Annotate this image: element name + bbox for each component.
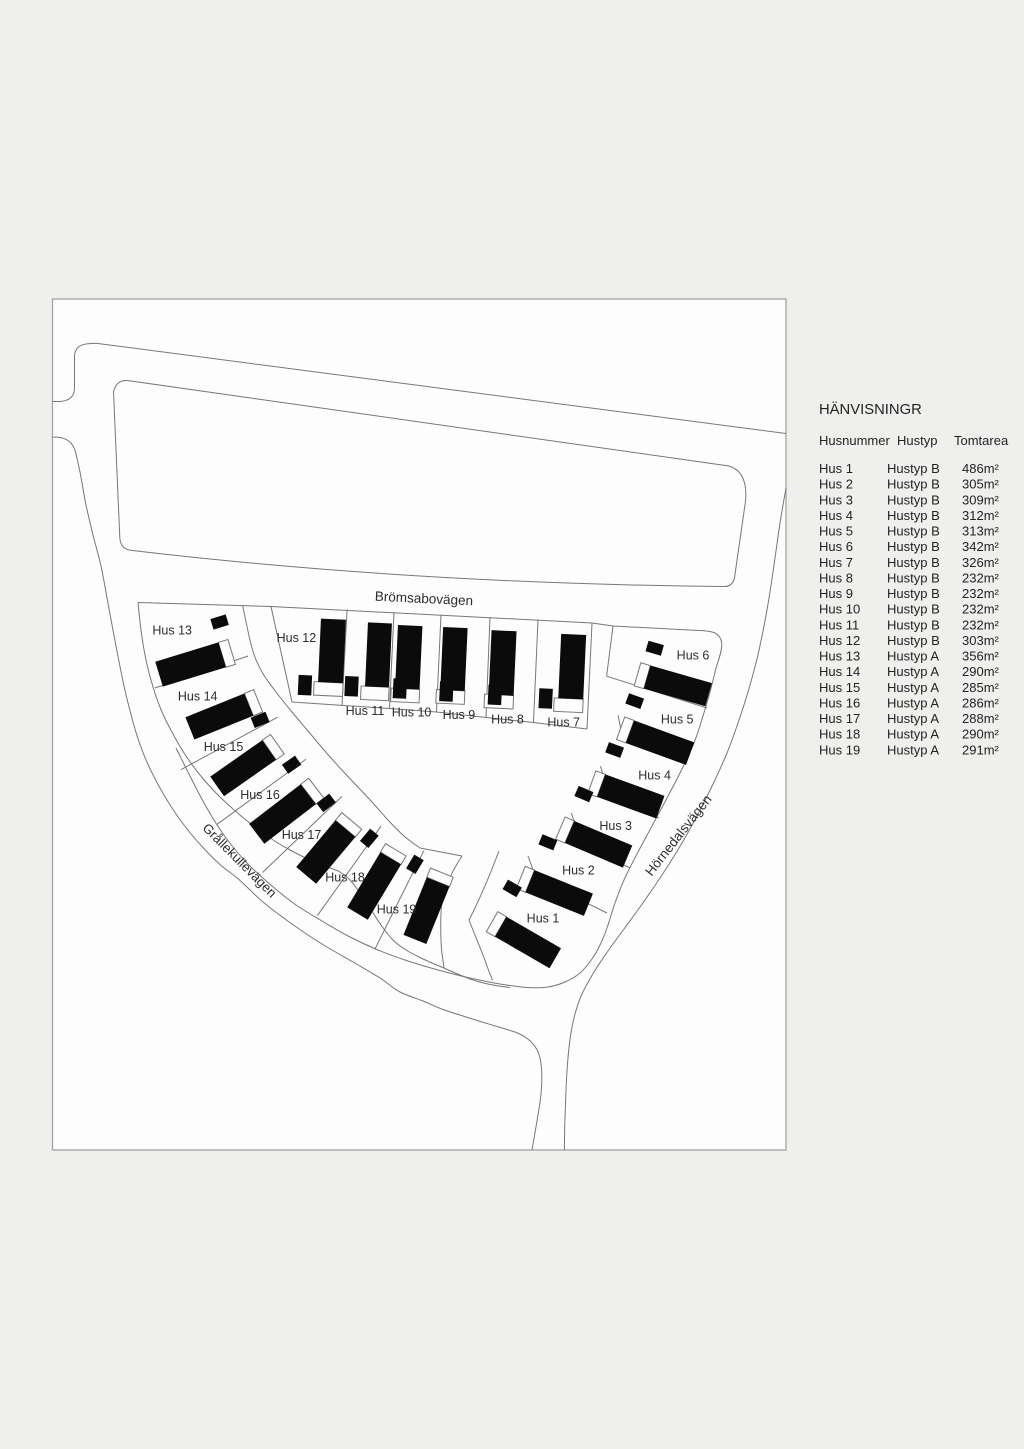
- svg-text:305m²: 305m²: [962, 477, 1000, 492]
- svg-text:326m²: 326m²: [962, 555, 1000, 570]
- svg-text:290m²: 290m²: [962, 727, 1000, 742]
- svg-text:Hus 10: Hus 10: [819, 602, 860, 617]
- svg-text:Hus 11: Hus 11: [819, 617, 859, 632]
- svg-text:Hus 12: Hus 12: [277, 631, 317, 645]
- svg-text:309m²: 309m²: [962, 492, 1000, 507]
- svg-text:Brömsabovägen: Brömsabovägen: [375, 589, 474, 609]
- svg-text:285m²: 285m²: [962, 680, 1000, 695]
- svg-text:Hus 2: Hus 2: [562, 863, 595, 877]
- svg-text:Hustyp A: Hustyp A: [887, 696, 939, 711]
- svg-text:Hus 6: Hus 6: [677, 649, 710, 663]
- svg-text:Hustyp B: Hustyp B: [887, 570, 940, 585]
- svg-text:Hustyp A: Hustyp A: [887, 742, 939, 757]
- svg-text:Hus 1: Hus 1: [527, 911, 560, 925]
- svg-text:Hustyp B: Hustyp B: [887, 477, 940, 492]
- svg-text:Hus 3: Hus 3: [599, 819, 632, 833]
- svg-text:Hus 16: Hus 16: [240, 788, 280, 802]
- svg-text:Hustyp B: Hustyp B: [887, 461, 940, 476]
- svg-text:Hustyp B: Hustyp B: [887, 508, 940, 523]
- svg-text:Hustyp A: Hustyp A: [887, 664, 939, 679]
- svg-text:HÄNVISNINGR: HÄNVISNINGR: [819, 401, 922, 418]
- svg-text:Hus 2: Hus 2: [819, 477, 853, 492]
- svg-text:232m²: 232m²: [962, 570, 1000, 585]
- svg-text:232m²: 232m²: [962, 602, 1000, 617]
- svg-text:Tomtarea: Tomtarea: [954, 433, 1009, 448]
- svg-text:Hus 3: Hus 3: [819, 492, 853, 507]
- svg-text:Hus 9: Hus 9: [443, 708, 476, 722]
- svg-text:Hus 17: Hus 17: [282, 828, 322, 842]
- svg-text:Hustyp A: Hustyp A: [887, 711, 939, 726]
- svg-text:Hus 7: Hus 7: [819, 555, 853, 570]
- svg-text:Hus 11: Hus 11: [346, 704, 385, 718]
- svg-text:Hus 6: Hus 6: [819, 539, 853, 554]
- svg-text:Hus 18: Hus 18: [819, 727, 860, 742]
- svg-text:232m²: 232m²: [962, 586, 1000, 601]
- svg-text:Hus 19: Hus 19: [819, 742, 860, 757]
- svg-text:486m²: 486m²: [962, 461, 1000, 476]
- svg-text:Hustyp A: Hustyp A: [887, 727, 939, 742]
- svg-text:Hus 17: Hus 17: [819, 711, 860, 726]
- svg-text:Husnummer: Husnummer: [819, 433, 890, 448]
- svg-text:Hus 19: Hus 19: [377, 903, 417, 917]
- svg-text:Hus 10: Hus 10: [392, 706, 432, 720]
- svg-text:Hus 13: Hus 13: [819, 649, 860, 664]
- svg-text:Hus 18: Hus 18: [325, 871, 365, 885]
- svg-text:Hustyp B: Hustyp B: [887, 617, 940, 632]
- svg-text:Hustyp B: Hustyp B: [887, 586, 940, 601]
- svg-text:Hus 5: Hus 5: [819, 524, 853, 539]
- svg-text:Hustyp: Hustyp: [897, 433, 937, 448]
- svg-text:232m²: 232m²: [962, 617, 1000, 632]
- svg-text:Hus 15: Hus 15: [204, 740, 244, 754]
- svg-text:288m²: 288m²: [962, 711, 1000, 726]
- svg-text:Hus 7: Hus 7: [547, 715, 580, 729]
- svg-text:Hustyp B: Hustyp B: [887, 602, 940, 617]
- svg-text:Hus 15: Hus 15: [819, 680, 860, 695]
- svg-text:291m²: 291m²: [962, 742, 1000, 757]
- svg-text:290m²: 290m²: [962, 664, 1000, 679]
- svg-text:303m²: 303m²: [962, 633, 1000, 648]
- svg-text:286m²: 286m²: [962, 696, 1000, 711]
- svg-text:Hus 1: Hus 1: [819, 461, 853, 476]
- svg-text:342m²: 342m²: [962, 539, 1000, 554]
- svg-text:313m²: 313m²: [962, 524, 1000, 539]
- svg-text:Hus 13: Hus 13: [152, 623, 192, 637]
- svg-text:Hustyp A: Hustyp A: [887, 680, 939, 695]
- svg-text:Hus 12: Hus 12: [819, 633, 860, 648]
- svg-text:Hus 14: Hus 14: [178, 689, 218, 703]
- svg-text:Hus 9: Hus 9: [819, 586, 853, 601]
- svg-text:Hus 5: Hus 5: [661, 712, 694, 726]
- svg-text:Hustyp B: Hustyp B: [887, 524, 940, 539]
- svg-text:Hus 8: Hus 8: [491, 713, 524, 727]
- svg-text:Hustyp B: Hustyp B: [887, 555, 940, 570]
- svg-text:Hustyp B: Hustyp B: [887, 492, 940, 507]
- svg-text:Hustyp B: Hustyp B: [887, 539, 940, 554]
- svg-text:Hus 8: Hus 8: [819, 570, 853, 585]
- svg-text:Hus 16: Hus 16: [819, 696, 860, 711]
- svg-text:Hus 4: Hus 4: [819, 508, 853, 523]
- svg-text:Hustyp A: Hustyp A: [887, 649, 939, 664]
- svg-text:356m²: 356m²: [962, 649, 1000, 664]
- svg-text:312m²: 312m²: [962, 508, 1000, 523]
- svg-text:Hustyp B: Hustyp B: [887, 633, 940, 648]
- svg-text:Hus 4: Hus 4: [638, 769, 671, 783]
- svg-text:Hus 14: Hus 14: [819, 664, 860, 679]
